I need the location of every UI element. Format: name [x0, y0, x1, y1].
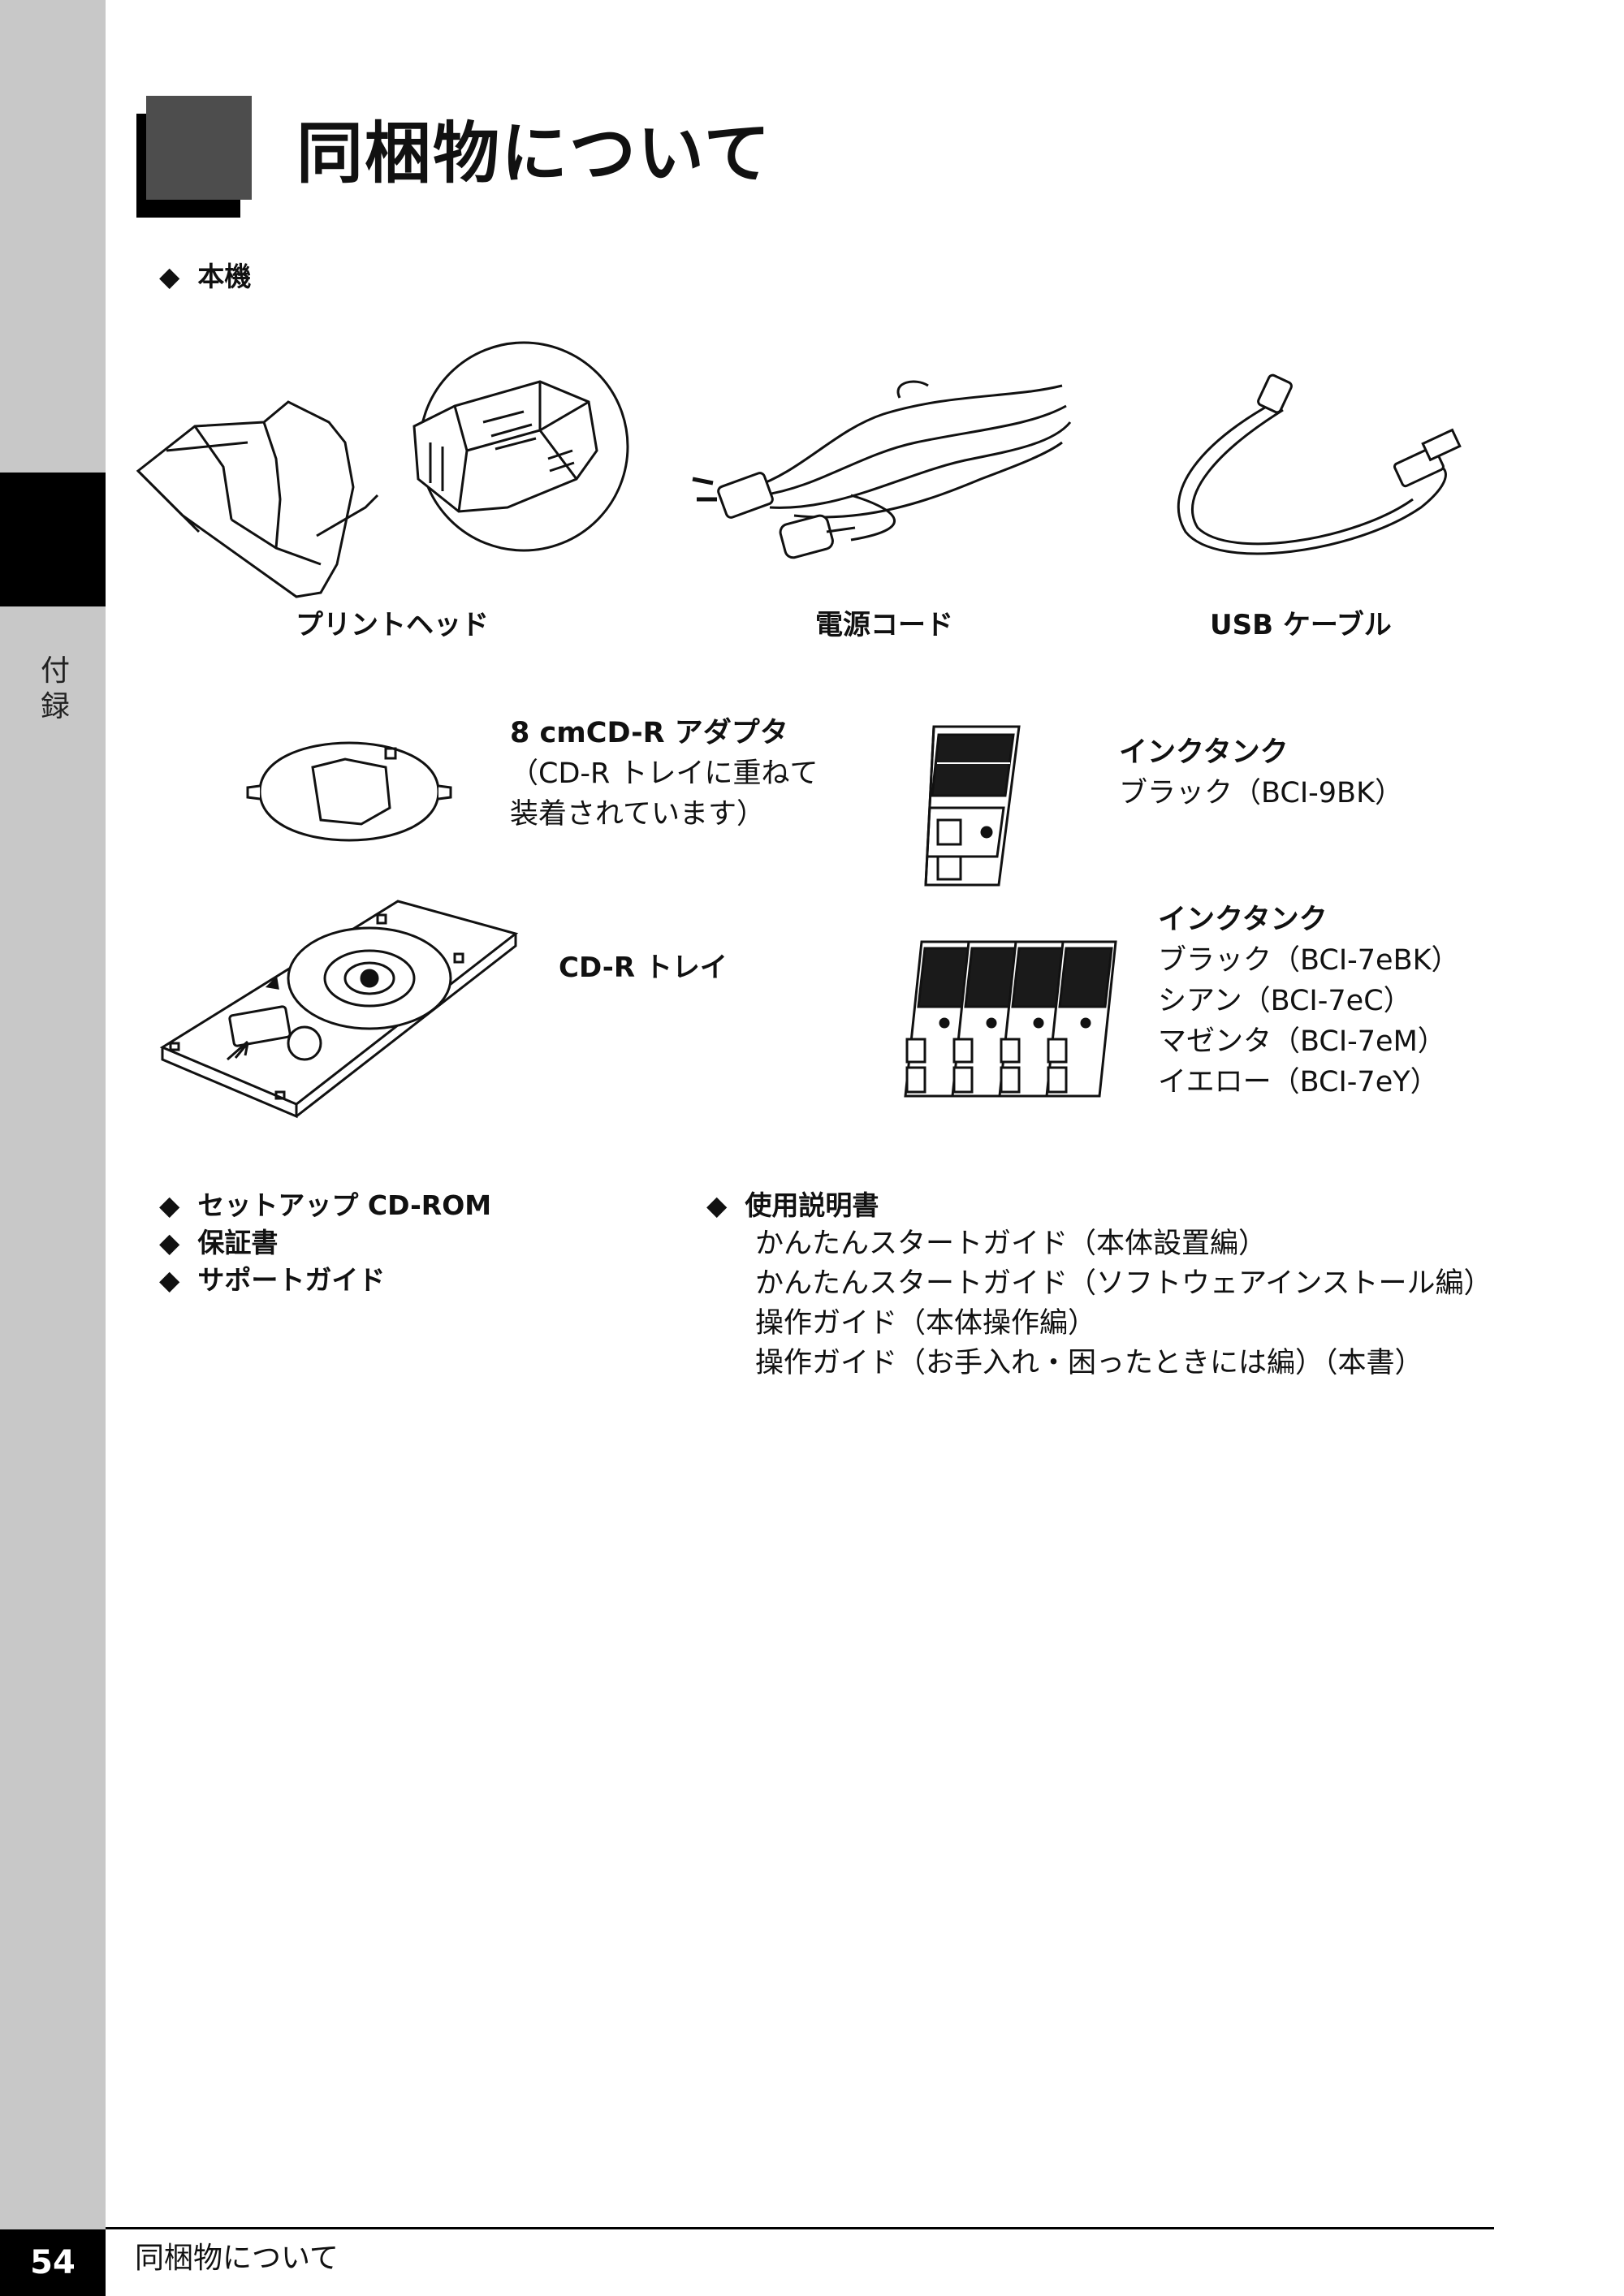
- list-item: かんたんスタートガイド（ソフトウェアインストール編）: [755, 1267, 1492, 1300]
- main-unit-heading: ◆本機: [159, 258, 251, 296]
- accessories-list: ◆セットアップ CD-ROM ◆保証書 ◆サポートガイド: [159, 1187, 491, 1299]
- usb-cable-illustration: [1177, 373, 1462, 555]
- diamond-bullet-icon: ◆: [706, 1189, 728, 1221]
- manuals-items: かんたんスタートガイド（本体設置編） かんたんスタートガイド（ソフトウェアインス…: [706, 1224, 1492, 1383]
- print-head-label: プリントヘッド: [296, 609, 489, 641]
- cd-tray-illustration: [159, 900, 519, 1119]
- footer-rule: [106, 2227, 1494, 2229]
- list-item: 操作ガイド（本体操作編）: [755, 1307, 1097, 1340]
- sidebar-section-label: 付録: [40, 654, 70, 723]
- cd-adapter-caption: 8 cmCD-R アダプタ （CD-R トレイに重ねて 装着されています）: [510, 717, 818, 831]
- diamond-bullet-icon: ◆: [159, 1227, 180, 1258]
- sidebar-section-tab: [0, 473, 106, 606]
- diamond-bullet-icon: ◆: [159, 261, 180, 292]
- usb-cable-label: USB ケーブル: [1210, 609, 1392, 641]
- list-item: ◆サポートガイド: [159, 1262, 491, 1299]
- sidebar-band: [0, 0, 106, 2296]
- ink-tank-single-illustration: [924, 725, 1021, 887]
- ink-tank-set-illustration: [904, 940, 1117, 1098]
- print-head-illustration: [136, 341, 629, 598]
- list-item: 操作ガイド（お手入れ・困ったときには編）（本書）: [755, 1347, 1423, 1379]
- footer-section-title: 同梱物について: [135, 2242, 339, 2275]
- cd-adapter-illustration: [246, 741, 452, 842]
- page-title: 同梱物について: [296, 115, 772, 192]
- list-item: ◆保証書: [159, 1224, 491, 1262]
- ink-tank-set-caption: インクタンク ブラック（BCI-7eBK） シアン（BCI-7eC） マゼンタ（…: [1158, 904, 1460, 1098]
- diamond-bullet-icon: ◆: [159, 1264, 180, 1296]
- list-item: ◆セットアップ CD-ROM: [159, 1187, 491, 1224]
- power-cord-label: 電源コード: [815, 609, 953, 641]
- page-number: 54: [0, 2229, 106, 2296]
- cd-tray-label: CD-R トレイ: [559, 952, 728, 984]
- manuals-list: ◆使用説明書 かんたんスタートガイド（本体設置編） かんたんスタートガイド（ソフ…: [706, 1187, 1492, 1383]
- list-item: かんたんスタートガイド（本体設置編）: [755, 1228, 1268, 1260]
- diamond-bullet-icon: ◆: [159, 1189, 180, 1221]
- manuals-heading: ◆使用説明書: [706, 1187, 1492, 1224]
- ink-tank-single-caption: インクタンク ブラック（BCI-9BK）: [1119, 736, 1404, 809]
- title-mark: [146, 96, 252, 200]
- power-cord-illustration: [692, 380, 1072, 559]
